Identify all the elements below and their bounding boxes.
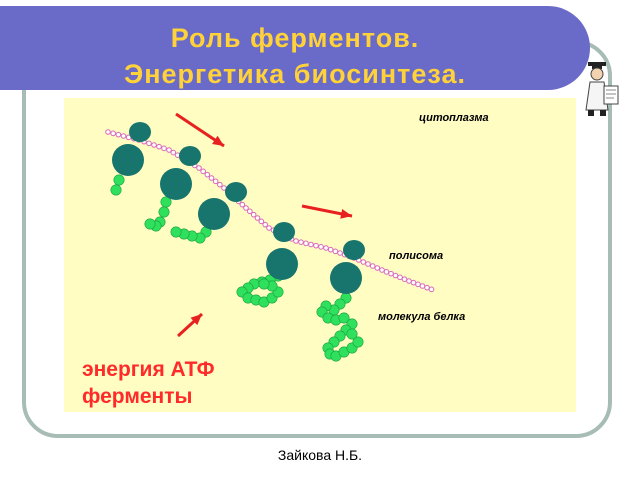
mrna-bead: [332, 248, 339, 255]
arrow-head: [212, 135, 224, 146]
label-polysome: полисома: [389, 250, 444, 262]
mrna-bead: [250, 211, 257, 218]
title-line-1: Роль ферментов.: [170, 23, 420, 53]
energy-label: энергия АТФ ферменты: [82, 356, 215, 410]
mrna-bead: [318, 244, 324, 250]
mrna-bead: [166, 147, 172, 153]
mrna-bead: [110, 130, 116, 137]
mrna-bead: [303, 240, 309, 247]
mrna-bead: [161, 145, 167, 152]
ribosome-small-subunit: [129, 122, 151, 142]
mrna-bead: [379, 267, 385, 273]
arrow-head: [340, 208, 352, 219]
label-cytoplasm: цитоплазма: [419, 112, 489, 124]
label-protein-molecule: молекула белка: [378, 311, 466, 323]
diagram-panel: цитоплазма полисома молекула белка: [64, 98, 576, 412]
protein-bead: [338, 312, 350, 324]
mrna-bead: [419, 283, 426, 289]
mrna-bead: [401, 276, 408, 282]
mrna-bead: [243, 205, 249, 211]
protein-bead: [110, 184, 122, 196]
mrna-bead: [410, 279, 417, 286]
mrna-bead: [424, 284, 430, 291]
author-credit: Зайкова Н.Б.: [277, 447, 363, 463]
protein-bead: [158, 206, 170, 218]
mrna-bead: [406, 278, 412, 284]
mrna-bead: [217, 181, 223, 188]
mrna-bead: [266, 225, 272, 231]
protein-bead: [113, 174, 125, 186]
mrna-bead: [383, 269, 390, 275]
title-banner: Роль ферментов. Энергетика биосинтеза.: [0, 6, 590, 90]
mrna-bead: [151, 142, 157, 148]
mrna-bead: [392, 272, 399, 279]
ribosome-large-subunit: [266, 248, 298, 280]
mrna-bead: [360, 259, 367, 265]
mrna-bead: [196, 165, 202, 171]
protein-bead: [170, 226, 182, 238]
mrna-bead: [298, 239, 304, 245]
ribosome-large-subunit: [198, 198, 230, 230]
mrna-bead: [337, 250, 343, 256]
mrna-bead: [369, 263, 376, 269]
mrna-bead: [428, 286, 435, 293]
mrna-bead: [415, 281, 421, 288]
mrna-bead: [204, 171, 211, 178]
mrna-bead: [156, 143, 162, 150]
title-line-2: Энергетика биосинтеза.: [124, 59, 466, 89]
mrna-bead: [212, 178, 219, 185]
mrna-bead: [146, 140, 152, 147]
mrna-bead: [388, 270, 394, 277]
direction-arrows: [175, 112, 353, 338]
mrna-bead: [313, 242, 319, 249]
ribosome-small-subunit: [225, 182, 247, 202]
ribosome-small-subunit: [273, 222, 295, 242]
mrna-bead: [105, 129, 111, 135]
arrow-head: [190, 314, 202, 326]
mrna-bead: [170, 149, 177, 156]
ribosome-large-subunit: [330, 262, 362, 294]
mrna-bead: [374, 265, 381, 271]
professor-cartoon-icon: [585, 62, 619, 116]
mrna-bead: [365, 261, 371, 267]
mrna-bead: [254, 215, 261, 221]
ribosome-large-subunit: [112, 144, 144, 176]
ribosomes: [112, 122, 365, 294]
mrna-bead: [308, 241, 314, 248]
polysome-diagram: [105, 112, 435, 362]
energy-line-1: энергия АТФ: [82, 358, 215, 381]
mrna-bead: [239, 201, 246, 208]
mrna-bead: [397, 274, 403, 281]
protein-bead: [352, 336, 364, 348]
ribosome-large-subunit: [160, 168, 192, 200]
mrna-bead: [120, 133, 127, 139]
mrna-bead: [208, 175, 215, 181]
mrna-bead: [115, 131, 122, 138]
protein-bead: [346, 328, 358, 340]
energy-line-2: ферменты: [82, 385, 193, 408]
protein-bead: [258, 278, 270, 290]
mrna-bead: [327, 246, 334, 253]
mrna-bead: [323, 245, 329, 251]
protein-bead: [144, 218, 156, 230]
mrna-bead: [258, 218, 265, 225]
mrna-bead: [200, 168, 206, 175]
mrna-bead: [247, 208, 253, 215]
slide-title: Роль ферментов. Энергетика биосинтеза.: [0, 20, 590, 92]
ribosome-small-subunit: [343, 240, 365, 260]
mrna-bead: [293, 238, 299, 244]
mrna-bead: [262, 221, 268, 228]
ribosome-small-subunit: [179, 146, 201, 166]
